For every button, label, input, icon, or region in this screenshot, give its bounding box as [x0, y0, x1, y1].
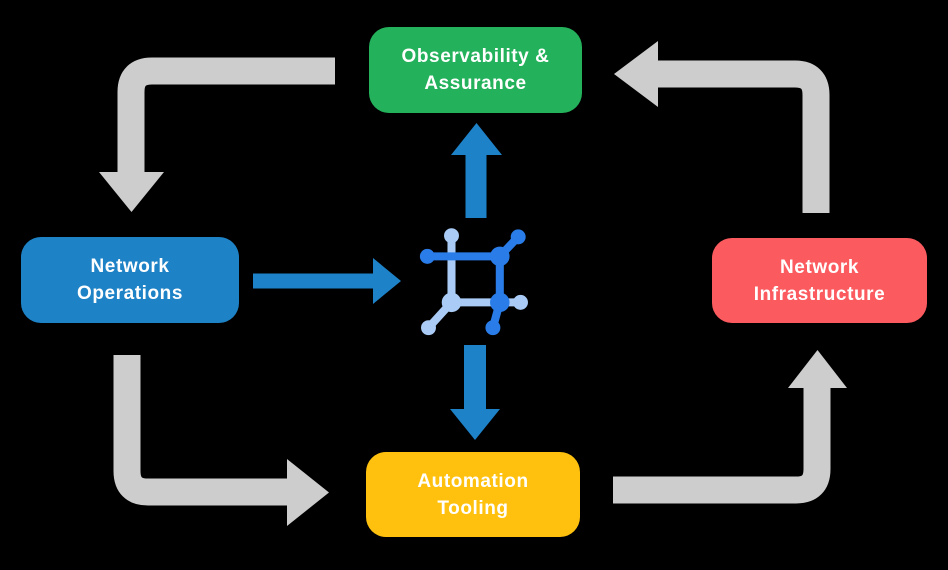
arrowhead-up-icon — [788, 350, 847, 388]
node-label-line2: Tooling — [437, 497, 509, 519]
arrowhead-down-icon — [99, 172, 164, 212]
node-label: Observability & Assurance — [402, 43, 550, 97]
node-label: Automation Tooling — [417, 468, 528, 522]
node-label-line2: Infrastructure — [753, 283, 886, 305]
arrow-infrastructure-to-observability — [614, 41, 830, 213]
icon-light-branches — [421, 228, 528, 336]
node-network-operations: Network Operations — [21, 237, 239, 323]
node-label-line2: Assurance — [424, 73, 527, 94]
node-label: Network Operations — [77, 253, 183, 307]
icon-dark-branches — [419, 229, 526, 336]
arrow-center-to-tooling — [450, 345, 500, 440]
node-label-line1: Automation — [417, 470, 529, 492]
node-observability-assurance: Observability & Assurance — [369, 27, 582, 113]
arrowhead-left-icon — [614, 41, 658, 107]
arrow-center-to-observability — [451, 123, 502, 218]
node-label-line2: Operations — [77, 283, 183, 304]
arrowhead-right-icon — [373, 258, 401, 304]
node-network-infrastructure: Network Infrastructure — [712, 238, 927, 323]
node-label-line1: Observability & — [401, 46, 550, 67]
network-fabric-icon — [419, 228, 528, 336]
arrow-operations-to-center — [253, 258, 401, 304]
arrow-operations-to-tooling — [113, 355, 329, 526]
arrowhead-up-icon — [451, 123, 502, 155]
node-automation-tooling: Automation Tooling — [366, 452, 580, 537]
node-label: Network Infrastructure — [754, 254, 886, 308]
arrow-observability-to-operations — [99, 57, 335, 212]
node-label-line1: Network — [90, 256, 170, 277]
arrow-tooling-to-infrastructure — [613, 350, 847, 504]
arrowhead-down-icon — [450, 409, 500, 440]
node-label-line1: Network — [780, 256, 859, 278]
arrowhead-right-icon — [287, 459, 329, 526]
